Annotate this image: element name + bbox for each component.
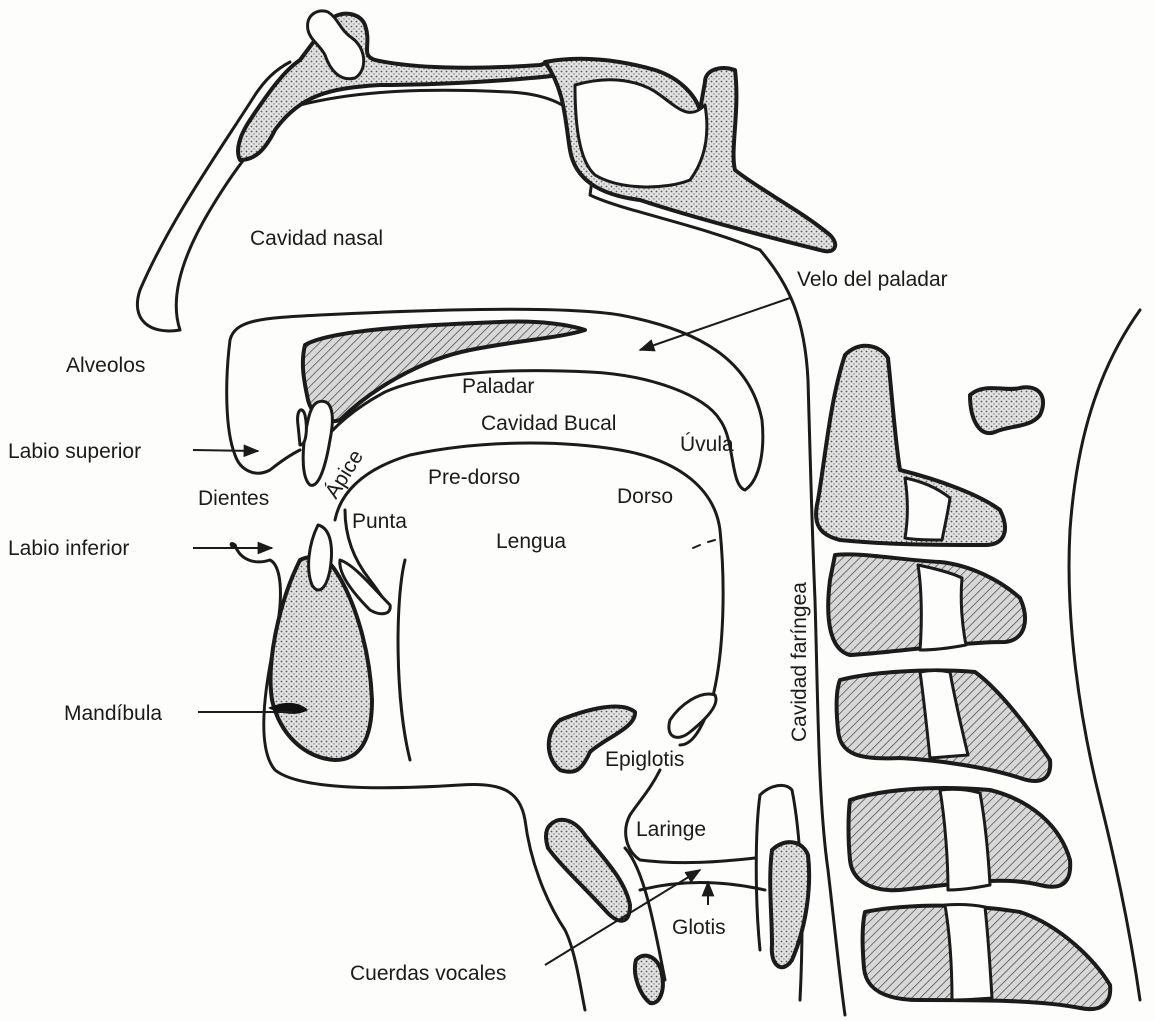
label-punta: Punta xyxy=(352,510,407,533)
larynx xyxy=(546,770,809,1003)
sphenoid-bone xyxy=(545,59,835,252)
label-alveolos: Alveolos xyxy=(66,354,145,377)
label-dorso: Dorso xyxy=(617,485,673,508)
label-laringe: Laringe xyxy=(636,818,706,841)
label-labio-inferior: Labio inferior xyxy=(8,537,129,560)
label-pre-dorso: Pre-dorso xyxy=(428,466,520,489)
arrow-labio-superior xyxy=(193,450,258,451)
upper-incisor xyxy=(303,401,332,485)
label-cuerdas-vocales: Cuerdas vocales xyxy=(350,962,506,985)
label-velo-del-paladar: Velo del paladar xyxy=(797,268,948,291)
lower-incisor xyxy=(309,525,332,590)
label-cavidad-bucal: Cavidad Bucal xyxy=(481,412,616,435)
label-uvula: Úvula xyxy=(680,433,734,456)
label-glotis: Glotis xyxy=(672,916,726,939)
upper-lip xyxy=(235,450,300,473)
label-cavidad-nasal: Cavidad nasal xyxy=(250,227,383,250)
cervical-vertebrae xyxy=(816,310,1140,1009)
label-paladar: Paladar xyxy=(462,375,534,398)
label-dientes: Dientes xyxy=(198,487,269,510)
label-epiglotis: Epiglotis xyxy=(605,748,684,771)
upper-incisor-root xyxy=(298,410,307,445)
label-mandibula: Mandíbula xyxy=(64,702,162,725)
label-labio-superior: Labio superior xyxy=(8,440,141,463)
label-lengua: Lengua xyxy=(496,530,566,553)
label-cavidad-faringea: Cavidad faríngea xyxy=(788,582,811,742)
lower-jaw xyxy=(231,544,585,1010)
